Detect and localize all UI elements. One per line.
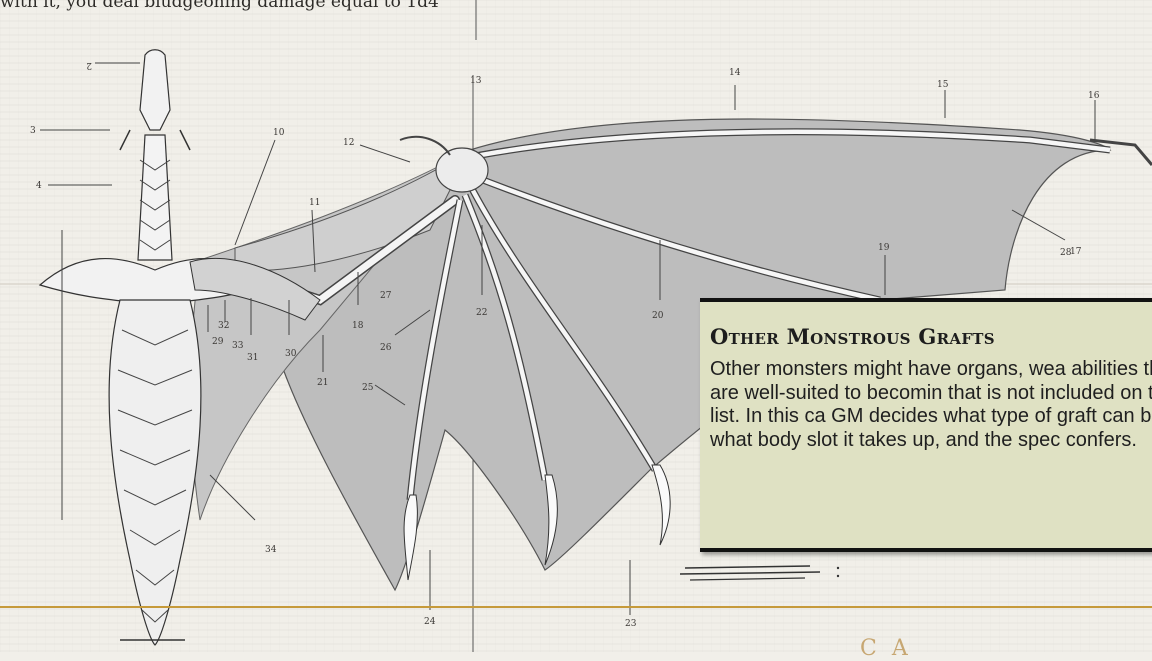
svg-text:27: 27 [380, 291, 392, 301]
footer-rule [0, 606, 1152, 608]
svg-text:4: 4 [36, 181, 42, 191]
svg-text:23: 23 [625, 619, 637, 629]
svg-text:19: 19 [878, 243, 890, 253]
svg-text:18: 18 [352, 321, 364, 331]
svg-text:34: 34 [265, 545, 277, 555]
svg-text:24: 24 [424, 617, 436, 627]
svg-text:15: 15 [937, 80, 949, 90]
sidebar-title: Other Monstrous Grafts [710, 324, 1152, 349]
svg-text:33: 33 [232, 341, 244, 351]
sidebar-box: Other Monstrous Grafts Other monsters mi… [700, 298, 1152, 552]
svg-text:11: 11 [309, 198, 320, 208]
svg-text:16: 16 [1088, 91, 1100, 101]
svg-text:20: 20 [652, 311, 664, 321]
callout-2: 2 [86, 60, 92, 70]
svg-text:30: 30 [285, 349, 297, 359]
svg-text:17: 17 [1070, 247, 1082, 257]
footer-chapter-fragment: C A [860, 636, 912, 661]
svg-text:13: 13 [470, 76, 482, 86]
svg-text:22: 22 [476, 308, 487, 318]
svg-text:28: 28 [1060, 248, 1072, 258]
svg-text:25: 25 [362, 383, 374, 393]
svg-text:10: 10 [273, 128, 285, 138]
svg-text:29: 29 [212, 337, 224, 347]
svg-text:14: 14 [729, 68, 741, 78]
svg-text:12: 12 [343, 138, 354, 148]
svg-text:26: 26 [380, 343, 392, 353]
svg-text:31: 31 [247, 353, 258, 363]
sidebar-body: Other monsters might have organs, wea ab… [710, 358, 1152, 452]
svg-text:32: 32 [218, 321, 229, 331]
svg-text:21: 21 [317, 378, 328, 388]
scribble-marks [680, 560, 840, 600]
svg-text:3: 3 [30, 126, 36, 136]
